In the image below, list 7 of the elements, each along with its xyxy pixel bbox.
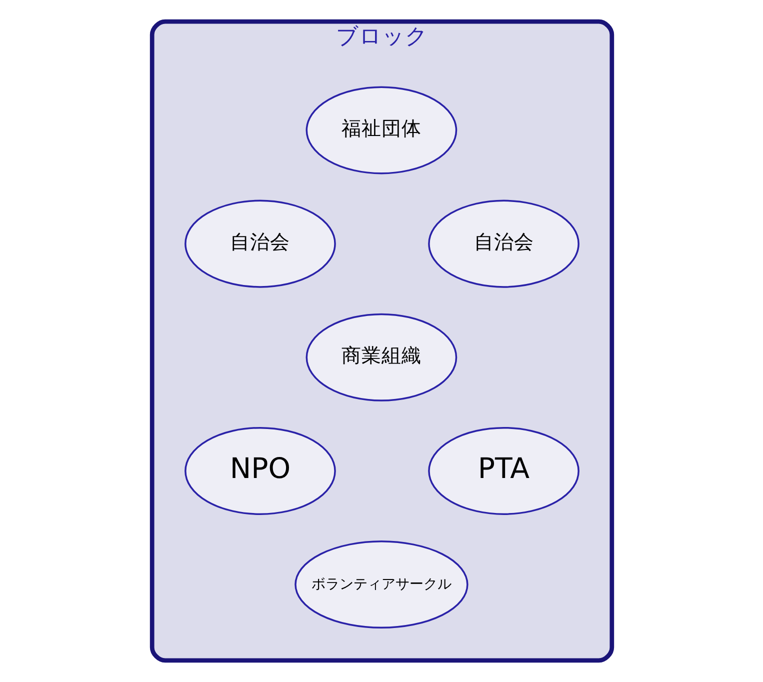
node-ellipse: PTA	[428, 426, 579, 515]
node-ellipse: 自治会	[184, 200, 336, 288]
node-ellipse: ボランティアサークル	[294, 540, 468, 629]
node-ellipse: 福祉団体	[305, 86, 457, 174]
node-ellipse: 商業組織	[305, 313, 457, 402]
node-ellipse: NPO	[184, 426, 336, 515]
node-ellipse: 自治会	[428, 200, 579, 288]
